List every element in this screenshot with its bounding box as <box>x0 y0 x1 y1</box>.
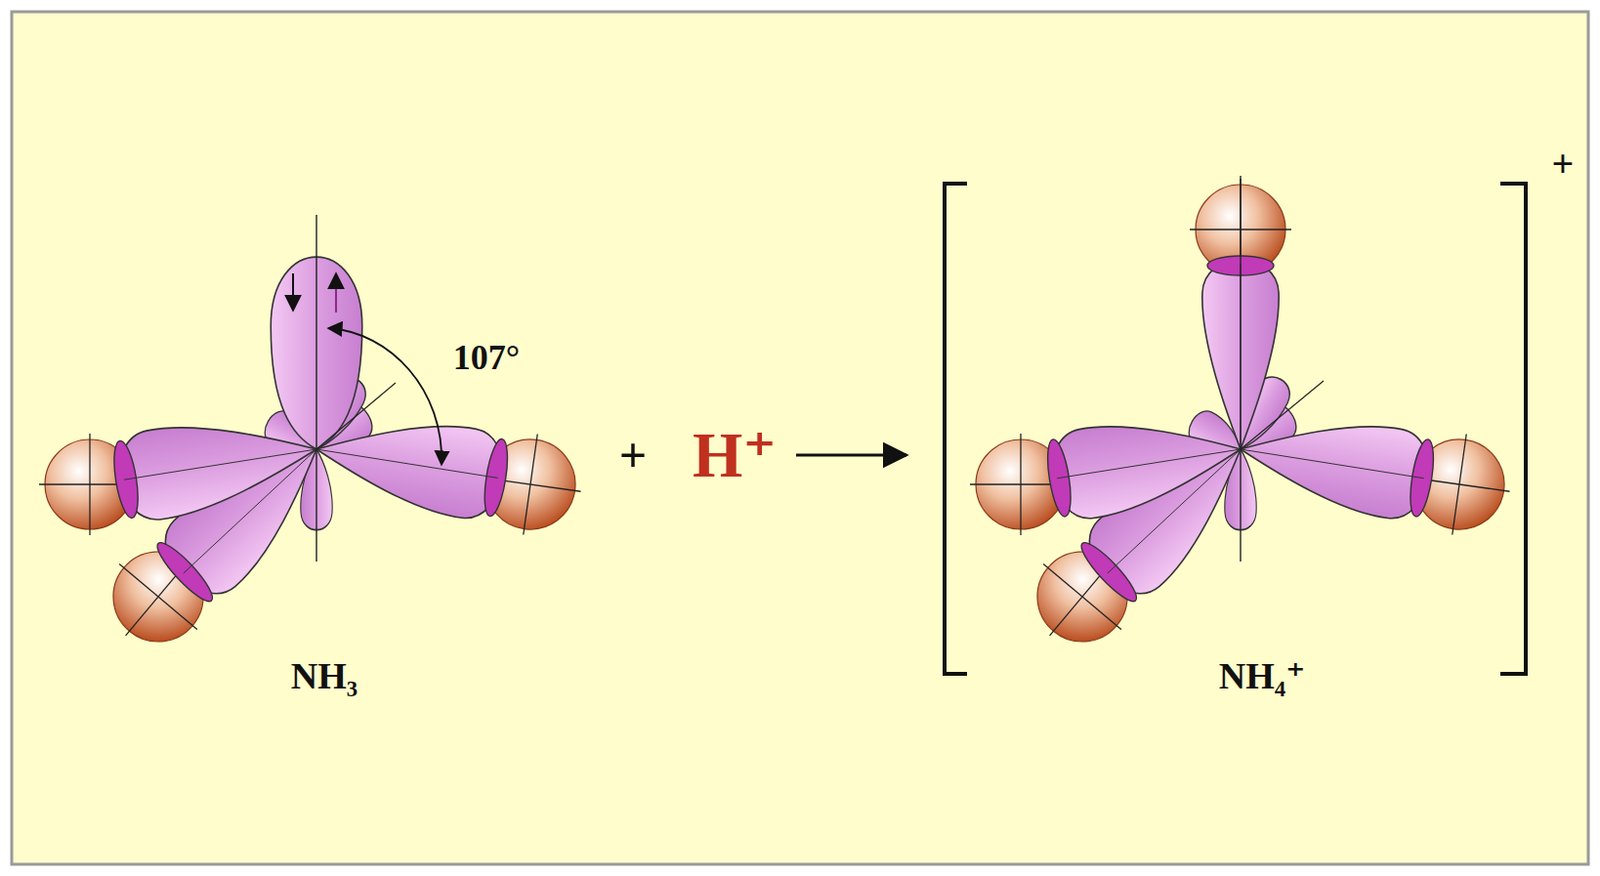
formula-label: NH₃ <box>291 657 358 695</box>
axis-line <box>1240 380 1324 450</box>
axis-line <box>315 214 317 562</box>
panel-ground <box>11 11 1589 865</box>
angle-label: 107° <box>453 339 520 376</box>
angle-arc <box>328 328 442 465</box>
bond-lobe <box>1042 404 1248 524</box>
bond-lobe <box>309 404 513 524</box>
nh3-molecule <box>39 214 589 669</box>
ion-bracket <box>944 183 968 674</box>
reaction-arrow <box>796 454 907 458</box>
formula-label: NH₄⁺ <box>1219 657 1306 695</box>
proton-label: H⁺ <box>692 422 777 488</box>
nh4-ion <box>969 175 1517 669</box>
plus-sign: + <box>619 430 648 480</box>
electron-arrow <box>292 273 295 311</box>
axis-line <box>316 382 396 450</box>
axis-line <box>1239 175 1241 562</box>
bond-lobe <box>1233 404 1439 524</box>
charge-sign: + <box>1552 144 1575 184</box>
ion-bracket <box>1500 183 1526 674</box>
electron-arrow <box>335 273 337 313</box>
bond-lobe <box>108 404 324 526</box>
